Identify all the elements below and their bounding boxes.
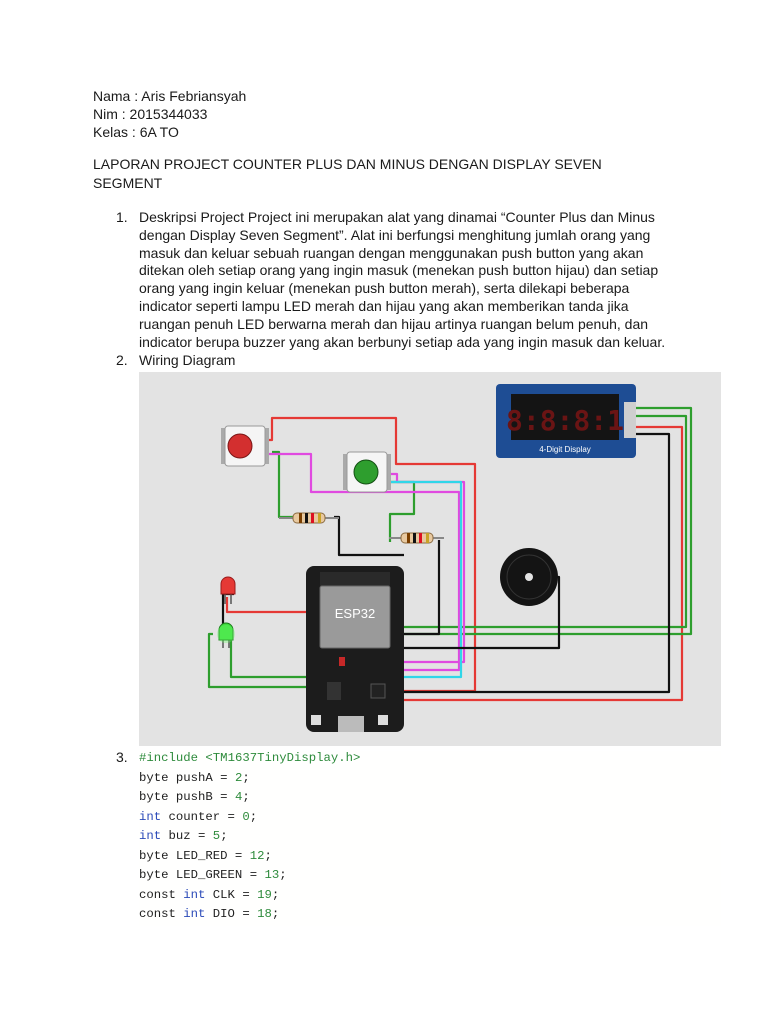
description-line: dengan Display Seven Segment”. Alat ini … (139, 226, 651, 243)
red-push-button (221, 425, 269, 467)
code-line: byte pushB = 4; (139, 790, 250, 804)
student-nim: Nim : 2015344033 (93, 106, 208, 122)
description-line: ruangan penuh LED berwarna merah dan hij… (139, 315, 649, 332)
item-number-1: 1. (116, 209, 128, 225)
code-line: byte LED_RED = 12; (139, 848, 272, 863)
code-line: const int DIO = 18; (139, 907, 280, 921)
esp32-board: ESP32 (306, 566, 404, 732)
green-push-button (343, 451, 391, 493)
wiring-diagram-heading: Wiring Diagram (139, 352, 236, 368)
resistor-1 (279, 512, 339, 524)
four-digit-display: 8:8:8:1 4-Digit Display (496, 384, 636, 458)
description-line: indicator seperti lampu LED merah dan hi… (139, 297, 629, 314)
code-line: const int CLK = 19; (139, 887, 280, 902)
wiring-diagram: ESP32 8:8:8:1 4-Digit Display (139, 372, 721, 746)
item-number-3: 3. (116, 749, 128, 765)
display-digits: 8:8:8:1 (506, 404, 624, 437)
code-line: int counter = 0; (139, 809, 258, 824)
description-paragraph: Deskripsi Project Project ini merupakan … (139, 209, 679, 351)
description-line: masuk dan keluar sebuah ruangan dengan m… (139, 244, 644, 261)
item-number-2: 2. (116, 352, 128, 368)
description-line: orang yang ingin keluar (menekan push bu… (139, 280, 630, 297)
red-led (220, 576, 236, 604)
student-name: Nama : Aris Febriansyah (93, 88, 247, 104)
code-line: byte LED_GREEN = 13; (139, 868, 287, 882)
description-line: indicator berupa buzzer yang akan berbun… (139, 333, 666, 350)
report-title: LAPORAN PROJECT COUNTER PLUS DAN MINUS D… (93, 156, 602, 191)
code-line: int buz = 5; (139, 829, 228, 843)
code-line: #include <TM1637TinyDisplay.h> (139, 751, 361, 765)
green-led (217, 622, 235, 648)
code-block: #include <TM1637TinyDisplay.h> byte push… (139, 751, 721, 926)
code-line: byte pushA = 2; (139, 770, 250, 785)
student-class: Kelas : 6A TO (93, 124, 179, 140)
display-label: 4-Digit Display (539, 445, 591, 454)
buzzer (500, 548, 558, 606)
esp32-label: ESP32 (335, 606, 375, 621)
description-line: Deskripsi Project Project ini merupakan … (139, 209, 655, 225)
resistor-2 (389, 532, 444, 544)
description-line: ditekan oleh setiap orang yang ingin mas… (139, 262, 659, 279)
